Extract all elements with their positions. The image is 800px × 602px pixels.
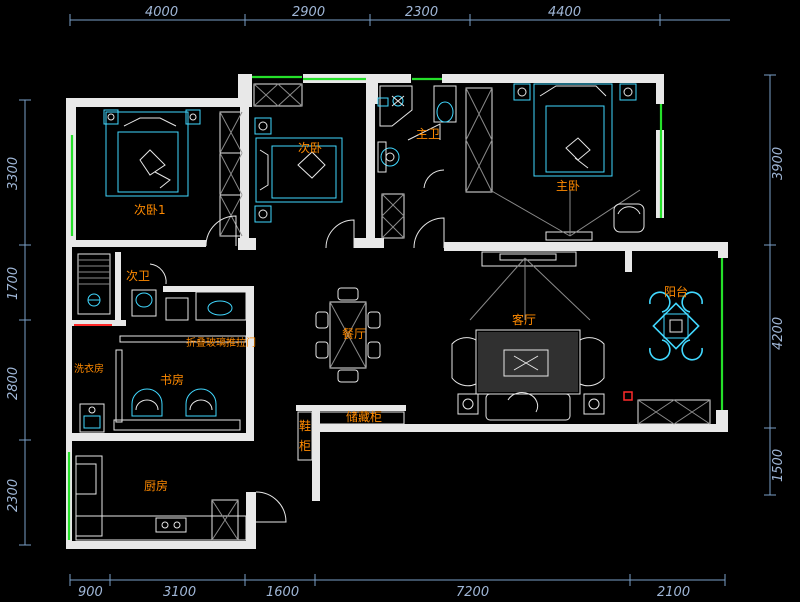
dim-bottom-1: 900 bbox=[78, 585, 103, 600]
balcony-table-set bbox=[649, 291, 703, 361]
dim-left-3: 2800 bbox=[6, 367, 21, 400]
shoe-cabinet bbox=[297, 411, 313, 461]
washing-machine bbox=[79, 403, 105, 433]
dim-top-2: 2900 bbox=[292, 5, 325, 20]
bath-fixtures-master bbox=[377, 85, 457, 239]
balcony-cabinet bbox=[637, 399, 711, 425]
bed-bedroom1 bbox=[103, 109, 201, 197]
dim-top-3: 2300 bbox=[405, 5, 438, 20]
dim-left-4: 2300 bbox=[6, 479, 21, 512]
room-label-storage: 储藏柜 bbox=[346, 409, 382, 424]
door-bedroom1 bbox=[205, 215, 237, 247]
dining-set bbox=[315, 287, 381, 383]
sofa-set bbox=[451, 329, 605, 421]
dim-right-3: 1500 bbox=[771, 449, 786, 482]
room-label-shoe-2: 柜 bbox=[299, 439, 311, 453]
room-label-balcony: 阳台 bbox=[664, 284, 688, 299]
dim-left-2: 1700 bbox=[6, 267, 21, 300]
walls bbox=[66, 74, 728, 549]
bed-second-bedroom bbox=[254, 117, 343, 223]
room-label-shoe-1: 鞋 bbox=[299, 418, 311, 433]
room-label-dining: 餐厅 bbox=[342, 326, 366, 341]
room-label-master-bedroom: 主卧 bbox=[556, 179, 580, 193]
room-label-master-bath: 主卫 bbox=[416, 127, 440, 141]
room-label-living: 客厅 bbox=[512, 312, 536, 327]
room-label-second-bedroom: 次卧 bbox=[298, 141, 322, 155]
room-label-second-bath: 次卫 bbox=[126, 269, 150, 283]
dim-bottom-3: 1600 bbox=[266, 585, 299, 600]
dim-top-1: 4000 bbox=[145, 5, 178, 20]
door-second-bedroom bbox=[325, 219, 355, 249]
red-marker bbox=[623, 391, 633, 401]
room-label-study: 书房 bbox=[160, 372, 184, 387]
windows bbox=[67, 75, 724, 540]
tv-living bbox=[469, 251, 591, 321]
room-label-kitchen: 厨房 bbox=[144, 478, 168, 493]
room-label-folding-door: 折叠玻璃推拉门 bbox=[186, 336, 256, 349]
dim-right-1: 3900 bbox=[771, 147, 786, 180]
balcony-cabinet-line-2 bbox=[637, 399, 675, 425]
wardrobe-bedroom1 bbox=[219, 111, 243, 237]
dim-top-4: 4400 bbox=[548, 5, 581, 20]
room-label-bedroom1: 次卧1 bbox=[134, 203, 166, 217]
door-second-bath bbox=[149, 263, 167, 285]
dim-left-1: 3300 bbox=[6, 157, 21, 190]
study-furniture bbox=[113, 349, 241, 431]
door-entrance bbox=[255, 491, 287, 523]
dimension-lines bbox=[19, 14, 776, 586]
wardrobe-master bbox=[465, 87, 493, 193]
tv-master bbox=[489, 189, 641, 241]
folding-door bbox=[119, 335, 247, 343]
wardrobe-second-bedroom bbox=[253, 83, 303, 107]
door-master-bath-inner bbox=[423, 169, 445, 189]
dim-bottom-2: 3100 bbox=[163, 585, 196, 600]
door-master-bath bbox=[407, 123, 441, 141]
room-label-laundry: 洗衣房 bbox=[74, 362, 104, 375]
bed-master bbox=[513, 83, 637, 177]
bath-fixtures-second bbox=[77, 253, 247, 321]
kitchen-counters bbox=[75, 455, 247, 541]
balcony-cabinet-line-4 bbox=[673, 399, 711, 425]
dim-right-2: 4200 bbox=[771, 317, 786, 350]
storage-cabinet bbox=[317, 411, 405, 425]
door-master-bedroom bbox=[413, 217, 445, 249]
dim-bottom-5: 2100 bbox=[657, 585, 690, 600]
chair-master bbox=[613, 203, 645, 233]
dim-bottom-4: 7200 bbox=[456, 585, 489, 600]
